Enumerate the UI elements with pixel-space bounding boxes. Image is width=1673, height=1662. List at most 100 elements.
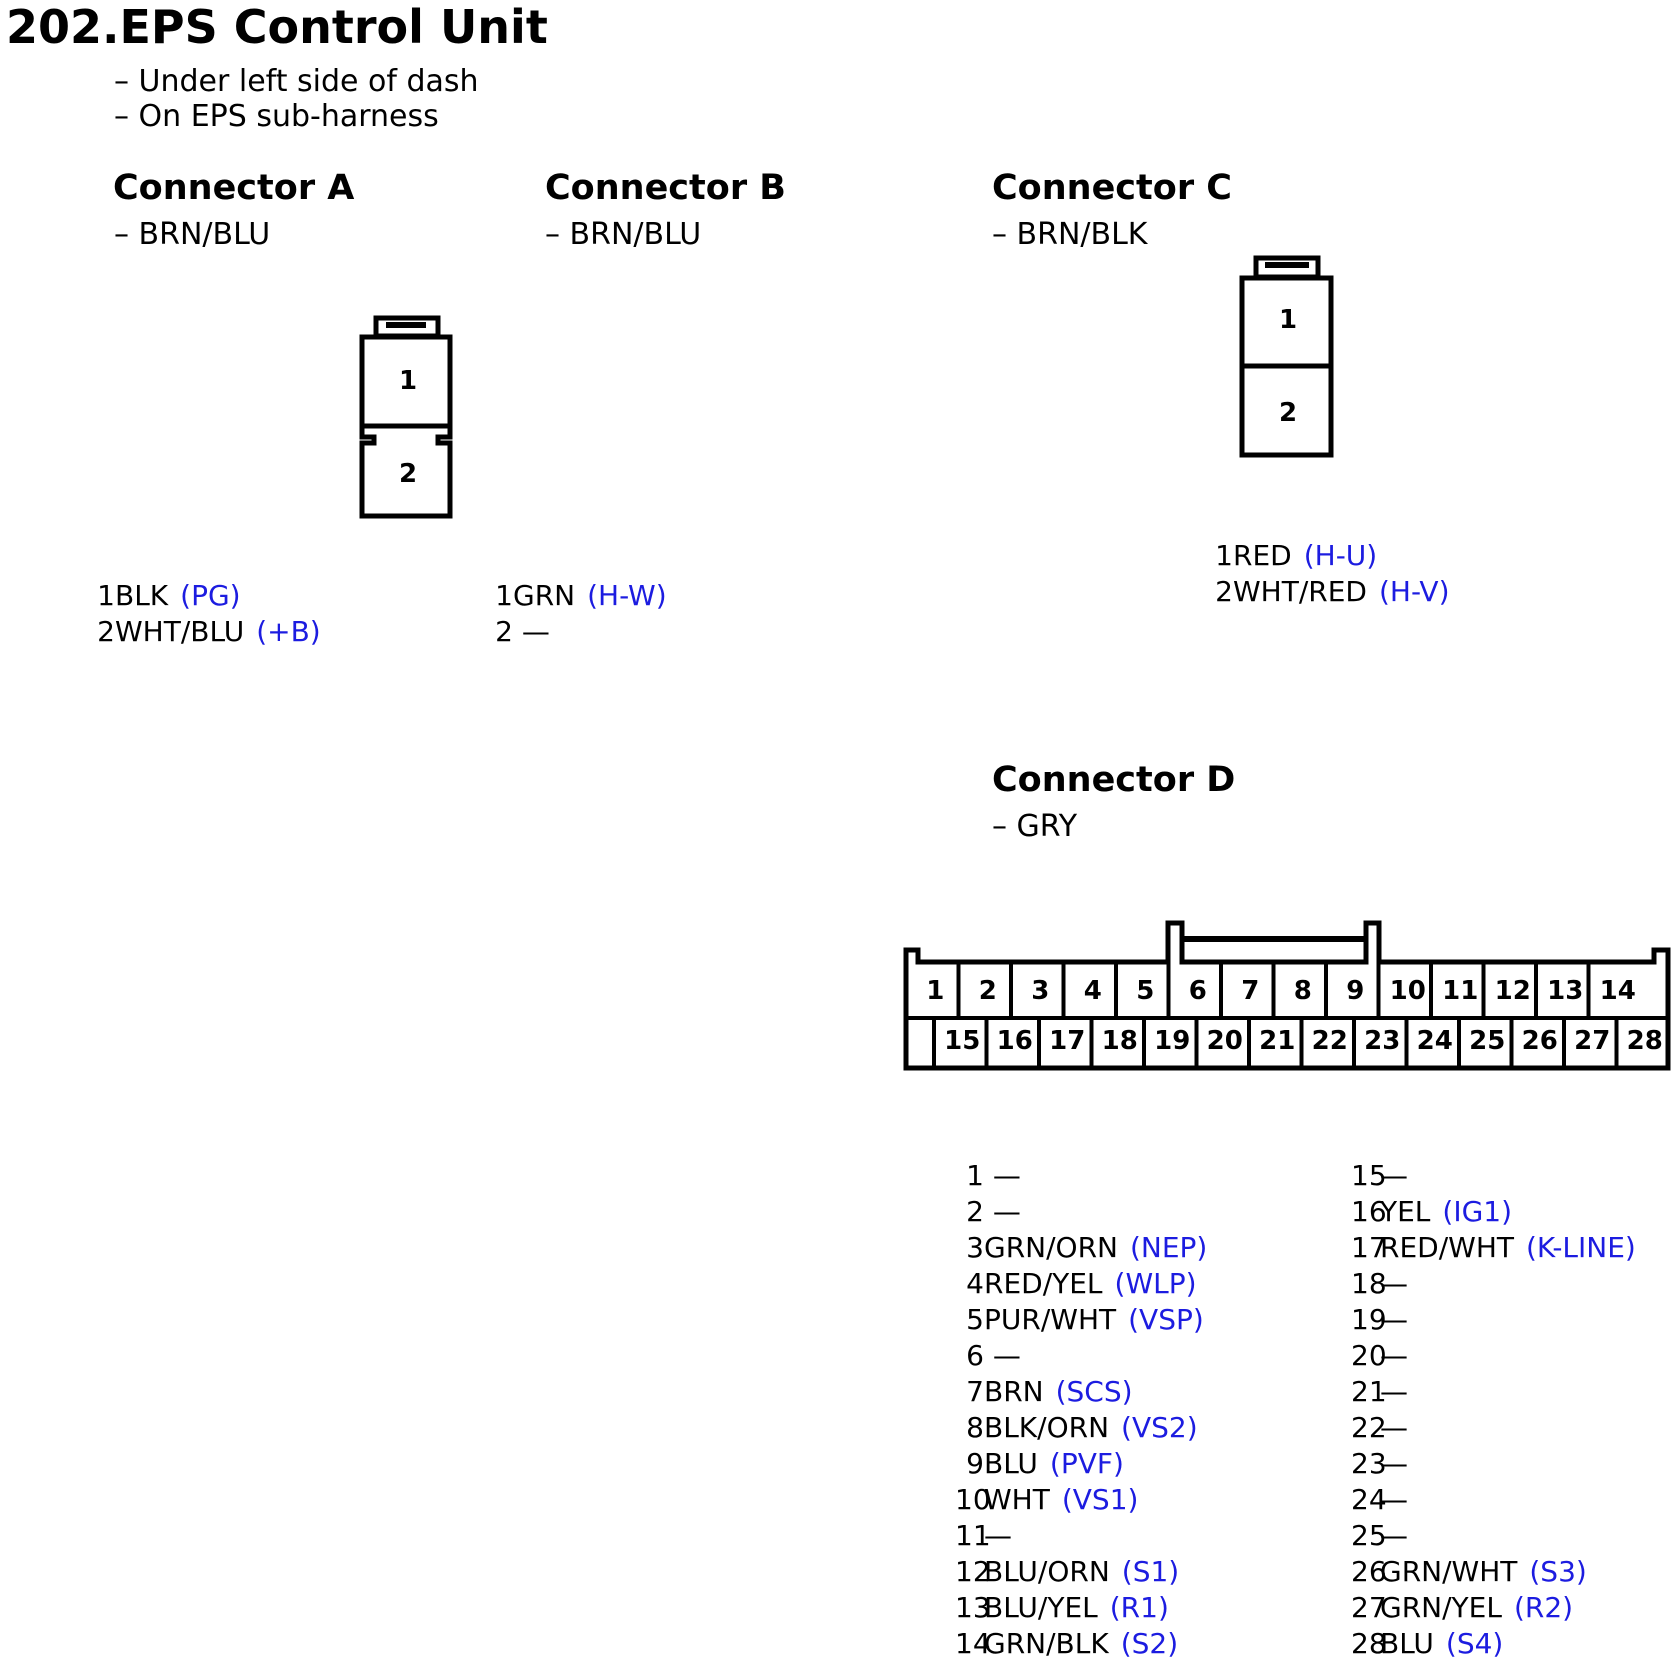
- connector-d-cavity-number: 1: [926, 976, 944, 1006]
- wire-color: WHT: [984, 1483, 1050, 1516]
- wire-color: PUR/WHT: [984, 1303, 1117, 1336]
- wire-color: —: [1380, 1339, 1408, 1372]
- pin-row: 1GRN(H-W): [484, 578, 667, 614]
- signal-name: (WLP): [1114, 1267, 1197, 1300]
- wire-color: YEL: [1380, 1195, 1431, 1228]
- pin-row: 1BLK(PG): [86, 578, 321, 614]
- connector-d-cavity-number: 18: [1102, 1026, 1138, 1056]
- wire-color: RED: [1233, 539, 1292, 572]
- pin-row: 25—: [1351, 1518, 1636, 1554]
- pin-number: 26: [1351, 1555, 1387, 1588]
- connector-c-cavity-2: 2: [1279, 398, 1297, 428]
- signal-name: (IG1): [1442, 1195, 1513, 1228]
- pin-number: 17: [1351, 1231, 1387, 1264]
- connector-d-cavity-number: 21: [1259, 1026, 1295, 1056]
- pin-row: 13BLU/YEL(R1): [955, 1590, 1207, 1626]
- wire-color: GRN/YEL: [1380, 1591, 1502, 1624]
- wire-color: GRN/ORN: [984, 1231, 1118, 1264]
- connector-c-color: – BRN/BLK: [992, 217, 1148, 252]
- pin-number: 15: [1351, 1159, 1387, 1192]
- connector-d-cavity-number: 17: [1049, 1026, 1085, 1056]
- connector-b-color: – BRN/BLU: [545, 217, 702, 252]
- connector-d-cavity-number: 27: [1574, 1026, 1610, 1056]
- pin-row: 28BLU(S4): [1351, 1626, 1636, 1662]
- wire-color: —: [1380, 1519, 1408, 1552]
- pin-number: 18: [1351, 1267, 1387, 1300]
- pin-row: 15—: [1351, 1158, 1636, 1194]
- signal-name: (+B): [256, 615, 321, 648]
- connector-a-title: Connector A: [113, 168, 355, 208]
- wire-color: —: [513, 615, 550, 648]
- pin-number: 23: [1351, 1447, 1387, 1480]
- signal-name: (R2): [1513, 1591, 1574, 1624]
- wire-color: BLK/ORN: [984, 1411, 1110, 1444]
- connector-d-cavity-number: 24: [1417, 1026, 1453, 1056]
- pin-number: 2: [966, 1195, 984, 1228]
- pin-row: 10WHT(VS1): [955, 1482, 1207, 1518]
- pin-row: 22—: [1351, 1410, 1636, 1446]
- pin-number: 3: [966, 1231, 984, 1264]
- location-note: – Under left side of dash: [114, 64, 479, 99]
- pin-number: 10: [955, 1483, 991, 1516]
- pin-row: 16YEL(IG1): [1351, 1194, 1636, 1230]
- pin-row: 24—: [1351, 1482, 1636, 1518]
- wire-color: WHT/BLU: [115, 615, 245, 648]
- pin-number: 11: [955, 1519, 991, 1552]
- connector-d-color: – GRY: [992, 809, 1078, 844]
- wire-color: —: [1380, 1375, 1408, 1408]
- pin-number: 8: [966, 1411, 984, 1444]
- connector-b-title: Connector B: [545, 168, 786, 208]
- pin-row: 2 —: [955, 1194, 1207, 1230]
- wire-color: —: [1380, 1159, 1408, 1192]
- connector-a-color: – BRN/BLU: [114, 217, 271, 252]
- signal-name: (H-V): [1378, 575, 1450, 608]
- pin-number: 21: [1351, 1375, 1387, 1408]
- connector-d-cavity-number: 23: [1364, 1026, 1400, 1056]
- pin-row: 2WHT/RED(H-V): [1204, 574, 1450, 610]
- connector-d-cavity-number: 8: [1294, 976, 1312, 1006]
- connector-c-pin-list: 1RED(H-U)2WHT/RED(H-V): [1204, 538, 1450, 610]
- connector-d-cavity-number: 5: [1136, 976, 1154, 1006]
- pin-number: 4: [966, 1267, 984, 1300]
- connector-d-cavity-number: 4: [1084, 976, 1102, 1006]
- pin-row: 11—: [955, 1518, 1207, 1554]
- connector-d-cavity-number: 28: [1627, 1026, 1663, 1056]
- signal-name: (H-U): [1303, 539, 1378, 572]
- connector-c-shape: [1239, 255, 1334, 458]
- connector-a-cavity-2: 2: [399, 459, 417, 489]
- pin-row: 1 —: [955, 1158, 1207, 1194]
- pin-row: 14GRN/BLK(S2): [955, 1626, 1207, 1662]
- wire-color: —: [1380, 1267, 1408, 1300]
- connector-d-shape: [903, 920, 1671, 1071]
- signal-name: (R1): [1109, 1591, 1169, 1624]
- connector-a-shape: [359, 315, 453, 519]
- connector-d-cavity-number: 12: [1495, 976, 1531, 1006]
- signal-name: (S2): [1120, 1627, 1179, 1660]
- pin-number: 7: [966, 1375, 984, 1408]
- connector-d-pin-list-right: 15—16YEL(IG1)17RED/WHT(K-LINE)18—19—20—2…: [1351, 1158, 1636, 1662]
- connector-d-cavity-number: 10: [1390, 976, 1426, 1006]
- connector-d-cavity-number: 9: [1346, 976, 1364, 1006]
- connector-d-cavity-grid: [932, 962, 1619, 1068]
- pin-number: 27: [1351, 1591, 1387, 1624]
- signal-name: (VSP): [1128, 1303, 1204, 1336]
- pin-number: 1: [966, 1159, 984, 1192]
- connector-d-cavity-number: 6: [1189, 976, 1207, 1006]
- pin-row: 2 —: [484, 614, 667, 650]
- connector-d-title: Connector D: [992, 760, 1236, 800]
- pin-row: 26GRN/WHT(S3): [1351, 1554, 1636, 1590]
- connector-a-pin-list: 1BLK(PG)2WHT/BLU(+B): [86, 578, 321, 650]
- wire-color: RED/WHT: [1380, 1231, 1514, 1264]
- connector-c-cavity-1: 1: [1279, 305, 1297, 335]
- wire-color: RED/YEL: [984, 1267, 1103, 1300]
- connector-d-cavity-number: 11: [1442, 976, 1478, 1006]
- connector-d-cavity-number: 3: [1031, 976, 1049, 1006]
- wire-color: GRN/BLK: [984, 1627, 1109, 1660]
- pin-number: 20: [1351, 1339, 1387, 1372]
- connector-b-pin-list: 1GRN(H-W)2 —: [484, 578, 667, 650]
- wire-color: BLU: [984, 1447, 1038, 1480]
- pin-number: 2: [495, 615, 513, 648]
- pin-row: 23—: [1351, 1446, 1636, 1482]
